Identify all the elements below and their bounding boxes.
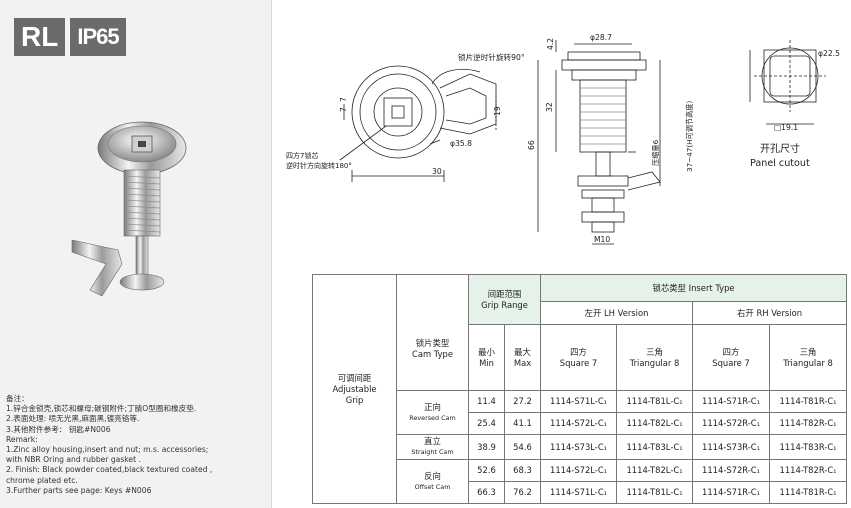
table-cell: 1114-T81R-C₁ [769, 390, 848, 413]
left-panel: RL IP65 [0, 0, 272, 508]
table-cell: 1114-T82R-C₁ [769, 459, 848, 482]
table-cell: 1114-S73L-C₁ [540, 434, 618, 460]
rh-version-header: 右开 RH Version [692, 301, 848, 325]
remark-line: chrome plated etc. [6, 475, 78, 485]
product-photo [71, 121, 187, 297]
adjustable-label: 可调间距 Adjustable Grip [312, 274, 397, 504]
key-note-1: 四方7锁芯 [286, 151, 318, 160]
table-cell: 1114-S71L-C₁ [540, 481, 618, 504]
rotate-note: 锁片逆时针旋转90° [458, 52, 525, 62]
spec-table: 可调间距 Adjustable Grip 锁片类型 Cam Type 间距范围 … [312, 274, 848, 504]
table-cell: 1114-S72L-C₁ [540, 412, 618, 435]
table-cell: 52.6 [468, 459, 505, 482]
insert-type-header: 锁芯类型 Insert Type [540, 274, 848, 302]
dia-28-7: φ28.7 [590, 33, 612, 42]
table-cell: 1114-T82L-C₁ [616, 459, 694, 482]
table-cell: 11.4 [468, 390, 505, 413]
sq-19-1: □19.1 [774, 123, 798, 132]
key-note-2: 逆时针方向旋转180° [286, 161, 352, 170]
cutout-en: Panel cutout [750, 158, 810, 169]
remark-line: Remark: [6, 434, 38, 444]
table-cell: 25.4 [468, 412, 505, 435]
remark-line: with NBR Oring and rubber gasket . [6, 455, 141, 465]
table-cell: 1114-T82L-C₁ [616, 412, 694, 435]
dim-19: 19 [493, 106, 502, 116]
ip-rating-badge: IP65 [70, 18, 126, 56]
table-cell: 1114-S72R-C₁ [692, 412, 771, 435]
technical-drawing: 锁片逆时针旋转90° 四方7锁芯 逆时针方向旋转180° φ35.8 30 19… [286, 33, 840, 245]
table-cell: 68.3 [503, 459, 542, 482]
cam-type-header: 锁片类型 Cam Type [396, 274, 469, 391]
remarks: 备注： 1.锌合金锁壳,锁芯和螺母;碳钢附件;丁腈O型圈和橡皮垫. 2.表面处理… [6, 394, 268, 496]
table-cell: 66.3 [468, 481, 505, 504]
table-cell: 38.9 [468, 434, 505, 460]
dim-4-2: 4.2 [546, 38, 555, 50]
remark-line: 3.其他附件参考： 钥匙#N006 [6, 424, 111, 434]
table-cell: 1114-S71R-C₁ [692, 481, 771, 504]
table-cell: 54.6 [503, 434, 542, 460]
table-cell: 1114-T83L-C₁ [616, 434, 694, 460]
model-badges: RL IP65 [14, 18, 126, 56]
table-cell: 1114-S71L-C₁ [540, 390, 618, 413]
dim-30: 30 [432, 167, 442, 176]
dia-35-8: φ35.8 [450, 139, 472, 148]
table-cell: 1114-T81L-C₁ [616, 390, 694, 413]
thread-size: M10 [594, 235, 610, 244]
adjust-note: 37~47(H可调节高度) [685, 101, 694, 172]
remark-line: 1.锌合金锁壳,锁芯和螺母;碳钢附件;丁腈O型圈和橡皮垫. [6, 404, 197, 414]
remark-line: 3.Further parts see page: Keys #N006 [6, 485, 152, 495]
dim-66: 66 [527, 140, 536, 150]
dia-22-5: φ22.5 [818, 49, 840, 58]
lh-version-header: 左开 LH Version [540, 301, 694, 325]
remark-line: 2.表面处理: 喷无光黑,麻面黑,镀亮铬等. [6, 414, 140, 424]
table-cell: 1114-S73R-C₁ [692, 434, 771, 460]
table-cell: 1114-S72R-C₁ [692, 459, 771, 482]
table-cell: 1114-T81L-C₁ [616, 481, 694, 504]
dim-7: 7 [339, 107, 348, 112]
table-cell: 1114-S72L-C₁ [540, 459, 618, 482]
table-cell: 1114-T83R-C₁ [769, 434, 848, 460]
dim-32: 32 [545, 102, 554, 112]
grip-range-header: 间距范围 Grip Range [467, 274, 542, 325]
dim-7b: 7 [339, 97, 348, 102]
table-cell: 1114-S71R-C₁ [692, 390, 771, 413]
table-cell: 1114-T82R-C₁ [769, 412, 848, 435]
cutout-cn: 开孔尺寸 [760, 142, 800, 155]
compress-note: 压缩量6 [651, 139, 660, 166]
table-cell: 27.2 [503, 390, 542, 413]
table-cell: 76.2 [503, 481, 542, 504]
remark-line: 1.Zinc alloy housing,insert and nut; m.s… [6, 445, 209, 455]
model-badge: RL [14, 18, 66, 56]
remark-line: 2. Finish: Black powder coated,black tex… [6, 465, 213, 475]
table-cell: 41.1 [503, 412, 542, 435]
table-cell: 1114-T81R-C₁ [769, 481, 848, 504]
remark-line: 备注： [6, 394, 29, 403]
